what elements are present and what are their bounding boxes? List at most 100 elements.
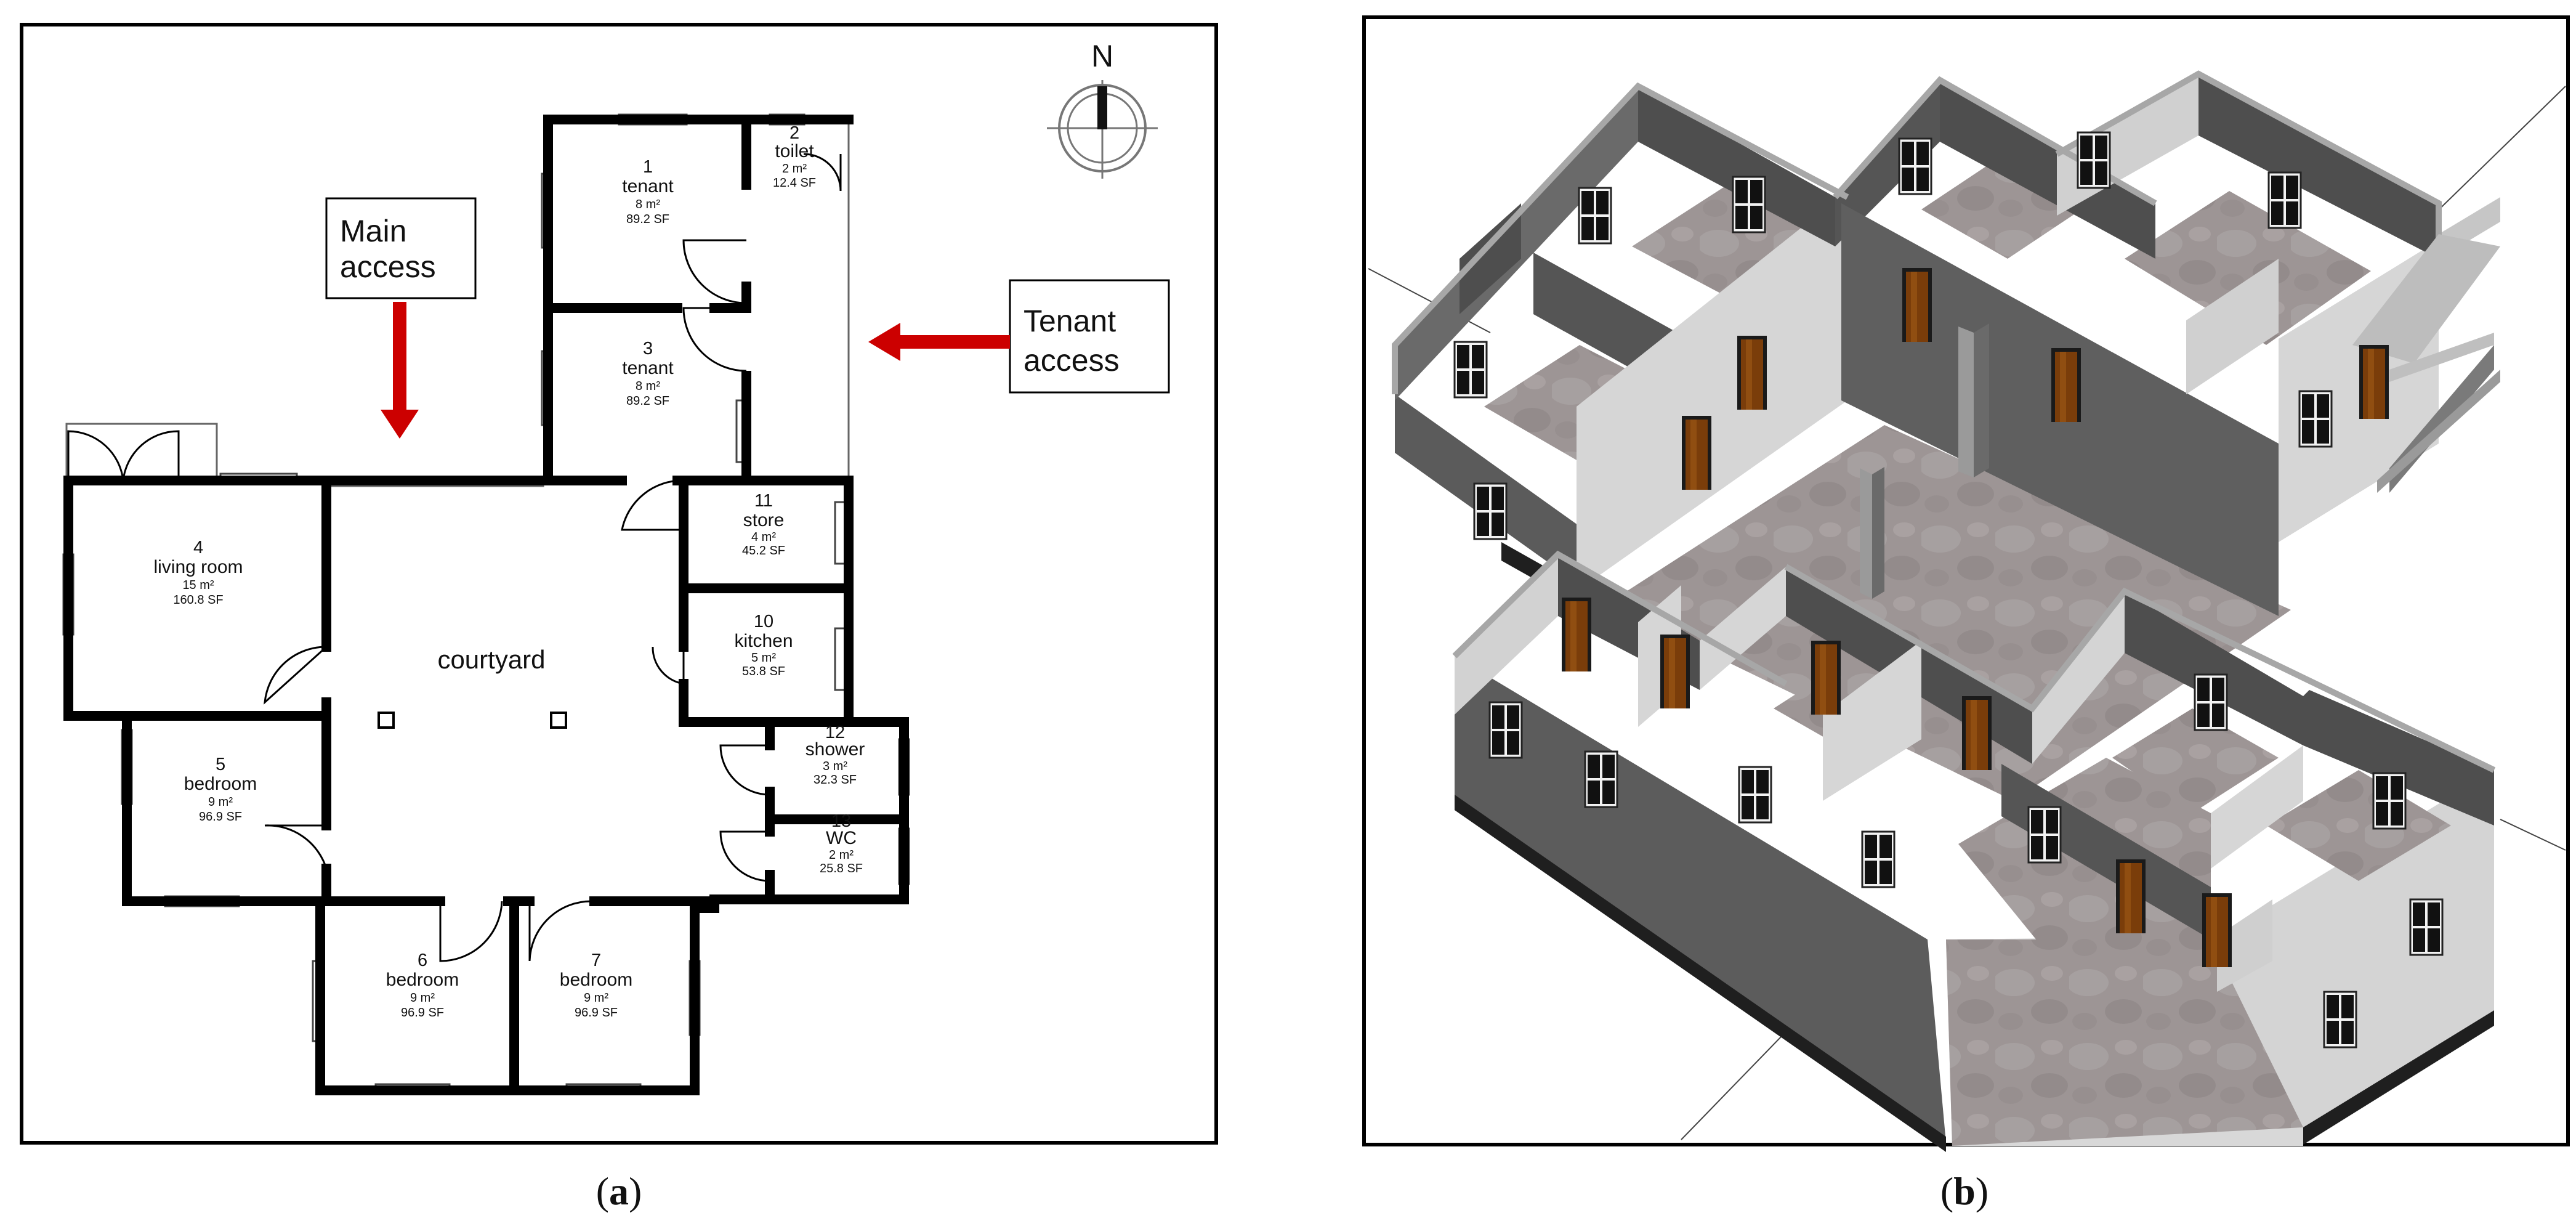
room-number: 6 <box>418 951 427 970</box>
room-name: bedroom <box>184 774 257 794</box>
main-access-arrow-shaft <box>393 302 406 410</box>
window-icon <box>2077 131 2111 189</box>
room-name: toilet <box>775 141 814 161</box>
room-name: tenant <box>622 176 674 197</box>
tenant-access-callout: Tenant access <box>868 279 1170 394</box>
door-icon <box>2202 893 2232 967</box>
window-icon <box>1861 830 1896 888</box>
window-icon <box>2298 390 2333 448</box>
plan-walls <box>63 115 909 1095</box>
main-access-callout: Main access <box>325 197 477 439</box>
room-sf: 12.4 SF <box>773 176 816 190</box>
room-label-12: 12 shower 3 m² 32.3 SF <box>806 723 865 787</box>
room-area: 3 m² <box>823 760 847 773</box>
window-icon <box>1732 176 1766 233</box>
window-icon <box>2267 171 2302 229</box>
door-icon <box>1962 696 1992 770</box>
courtyard-columns <box>378 712 567 729</box>
east-porch <box>2352 234 2500 493</box>
door-icon <box>1660 635 1690 708</box>
room-sf: 32.3 SF <box>814 773 857 787</box>
panel-a-label: (a) <box>596 1169 642 1213</box>
room-number: 10 <box>754 612 773 631</box>
compass-label: N <box>1091 39 1113 73</box>
room-area: 8 m² <box>636 379 660 393</box>
room-name: store <box>743 510 785 530</box>
main-access-arrow-head <box>381 410 419 439</box>
window-icon <box>2194 673 2228 731</box>
room-area: 4 m² <box>751 530 776 544</box>
room-label-10: 10 kitchen 5 m² 53.8 SF <box>734 612 793 678</box>
door-icon <box>2051 348 2081 422</box>
tenant-access-arrow-head <box>868 323 900 361</box>
room-sf: 160.8 SF <box>173 593 223 607</box>
room-number: 3 <box>643 339 653 359</box>
room-sf: 96.9 SF <box>575 1006 618 1020</box>
room-number: 12 <box>825 723 845 742</box>
door-icon <box>1811 641 1841 715</box>
room-label-13: 13 WC 2 m² 25.8 SF <box>820 811 863 875</box>
interior-walls <box>1395 74 2494 992</box>
room-number: 4 <box>193 538 203 558</box>
panel-a-floor-plan: N Main access Tenant access courtyard 1 … <box>20 23 1218 1213</box>
window-icon <box>2409 898 2444 956</box>
door-icon <box>1562 598 1591 671</box>
room-label-3: 3 tenant 8 m² 89.2 SF <box>622 339 674 408</box>
room-label-2: 2 toilet 2 m² 12.4 SF <box>773 123 816 190</box>
window-icon <box>1584 750 1618 808</box>
tenant-access-line1: Tenant <box>1024 304 1116 338</box>
room-sf: 45.2 SF <box>742 544 785 558</box>
window-icon <box>2372 772 2407 830</box>
panel-a-frame <box>20 23 1218 1145</box>
room-area: 9 m² <box>584 991 608 1005</box>
floors <box>1484 148 2451 1146</box>
room-label-4: 4 living room 15 m² 160.8 SF <box>153 538 243 607</box>
room-label-7: 7 bedroom 9 m² 96.9 SF <box>560 951 632 1020</box>
window-icon <box>1738 766 1772 824</box>
panel-b-letter: b <box>1953 1169 1976 1213</box>
room-name: living room <box>153 557 243 577</box>
room-number: 13 <box>831 811 851 831</box>
room-label-11: 11 store 4 m² 45.2 SF <box>742 491 785 558</box>
room-area: 2 m² <box>782 162 807 176</box>
window-icon <box>1488 701 1523 759</box>
window-icon <box>2027 806 2062 864</box>
room-area: 15 m² <box>182 578 214 592</box>
panel-a-letter: a <box>609 1169 629 1213</box>
door-icon <box>1737 336 1767 410</box>
door-icon <box>2359 345 2389 419</box>
room-name: bedroom <box>386 970 459 990</box>
window-icon <box>1578 187 1612 245</box>
room-name: tenant <box>622 358 674 378</box>
main-access-line2: access <box>340 249 436 284</box>
columns-3d <box>1860 323 1989 599</box>
main-access-line1: Main <box>340 214 406 248</box>
north-arrow-icon <box>1047 80 1158 179</box>
room-name: shower <box>806 739 865 760</box>
room-area: 9 m² <box>410 991 435 1005</box>
room-label-5: 5 bedroom 9 m² 96.9 SF <box>184 755 257 824</box>
room-label-6: 6 bedroom 9 m² 96.9 SF <box>386 951 459 1020</box>
room-sf: 96.9 SF <box>401 1006 444 1020</box>
door-icon <box>1682 416 1711 490</box>
room-name: kitchen <box>734 631 793 651</box>
door-icon <box>1902 268 1932 342</box>
courtyard-label: courtyard <box>437 645 545 674</box>
room-number: 2 <box>789 123 799 143</box>
room-number: 5 <box>216 755 225 774</box>
room-label-1: 1 tenant 8 m² 89.2 SF <box>622 157 674 226</box>
room-name: bedroom <box>560 970 632 990</box>
panel-b-3d-model: (b) <box>1362 15 2570 1213</box>
window-icon <box>1473 482 1508 540</box>
window-icon <box>1898 137 1932 195</box>
room-area: 2 m² <box>829 848 854 862</box>
wall-tops <box>1392 70 2496 773</box>
room-sf: 53.8 SF <box>742 665 785 678</box>
room-area: 5 m² <box>751 651 776 665</box>
room-number: 1 <box>643 157 653 177</box>
room-name: WC <box>826 828 857 848</box>
window-icon <box>1453 341 1488 399</box>
panel-b-label: (b) <box>1940 1169 1989 1213</box>
room-sf: 96.9 SF <box>199 810 242 824</box>
room-labels: 1 tenant 8 m² 89.2 SF 2 toilet 2 m² 12.4… <box>153 123 865 1020</box>
